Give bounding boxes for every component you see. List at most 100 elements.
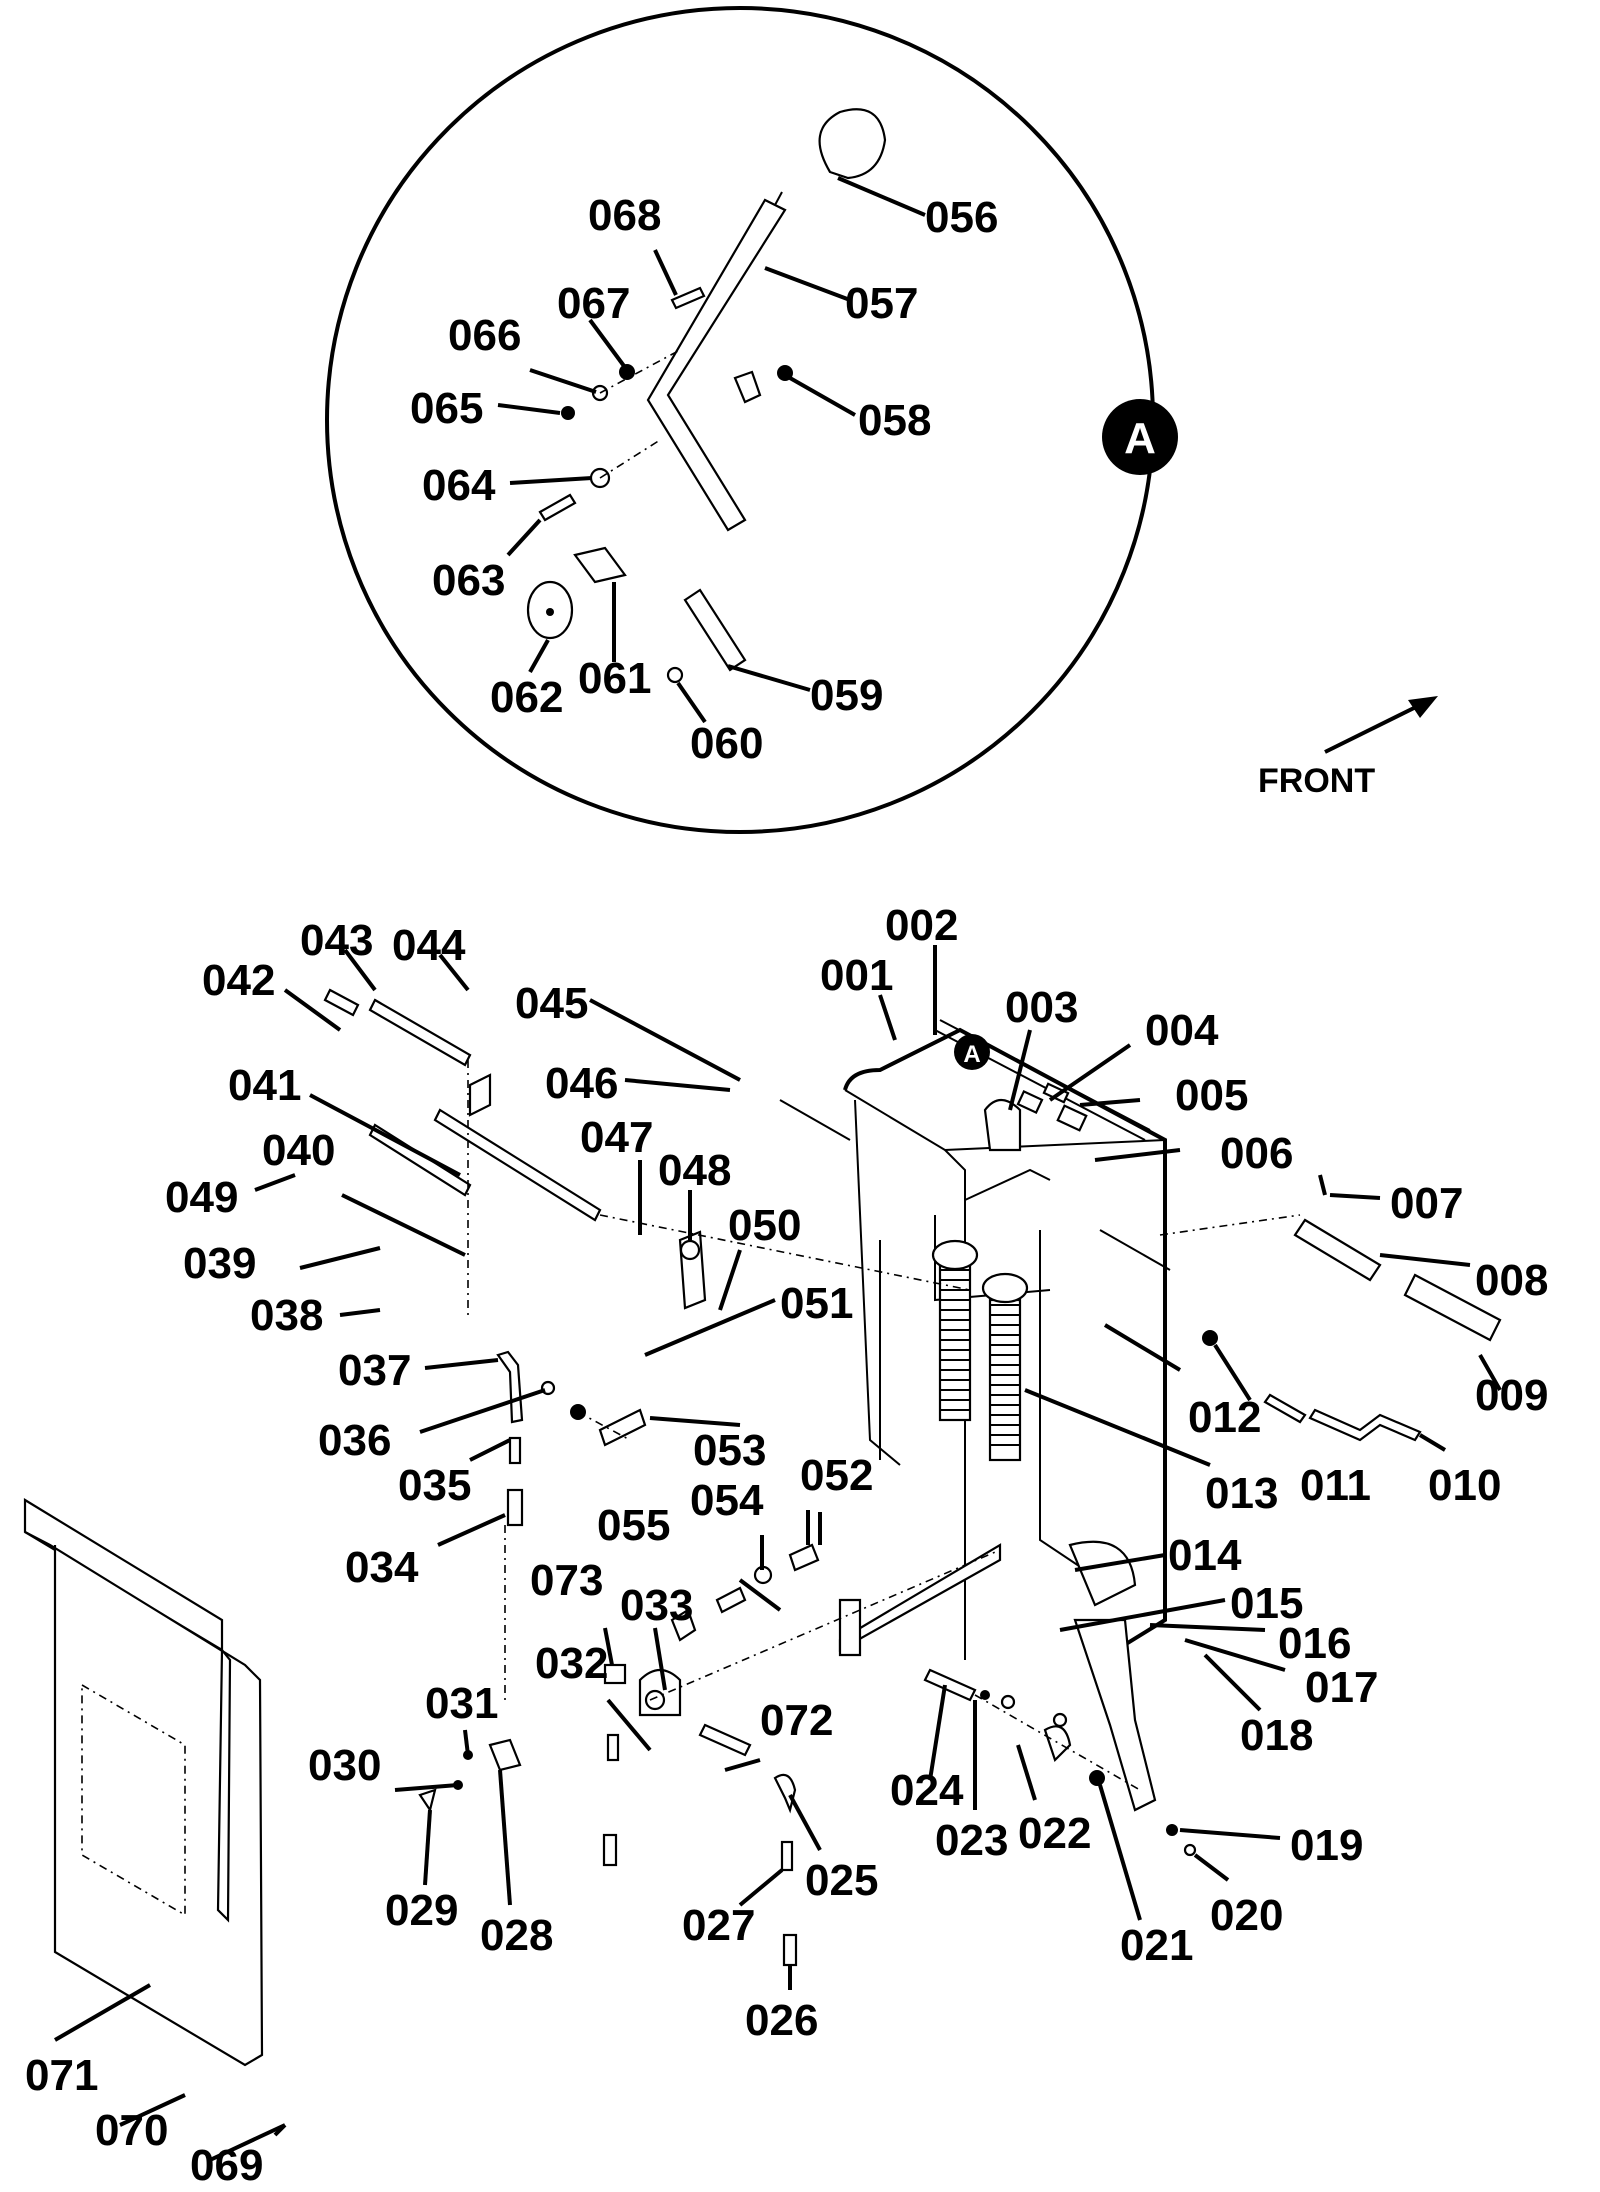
front-label: FRONT (1258, 762, 1375, 800)
label-054: 054 (690, 1476, 764, 1525)
label-044: 044 (392, 921, 466, 970)
label-053: 053 (693, 1426, 766, 1475)
label-067: 067 (557, 279, 630, 328)
leader-060 (676, 681, 707, 724)
leader-068 (653, 249, 678, 296)
label-033: 033 (620, 1581, 693, 1630)
part-labels: 001 002 003 004 005 006 007 008 009 010 … (25, 901, 1548, 2190)
label-050: 050 (728, 1201, 801, 1250)
label-051: 051 (780, 1279, 853, 1328)
marker-circle (1102, 399, 1178, 475)
door-panel (23, 1498, 264, 2067)
label-022: 022 (1018, 1809, 1091, 1858)
leader-062 (528, 639, 550, 673)
label-030: 030 (308, 1741, 381, 1790)
leader-063 (506, 518, 542, 557)
label-065: 065 (410, 384, 483, 433)
leader-lines (53, 945, 1502, 2162)
reference-marker-a (954, 1034, 990, 1070)
label-029: 029 (385, 1886, 458, 1935)
handle-grip (1403, 1273, 1502, 1342)
marker-letter: A (1124, 414, 1156, 463)
front-indicator: FRONT (1258, 696, 1438, 800)
label-020: 020 (1210, 1891, 1283, 1940)
label-002: 002 (885, 901, 958, 950)
label-038: 038 (250, 1291, 323, 1340)
label-039: 039 (183, 1239, 256, 1288)
front-arrow-line (1324, 703, 1421, 754)
label-021: 021 (1120, 1921, 1193, 1970)
door-panel-body (24, 1531, 264, 2067)
leader-066 (529, 368, 597, 394)
label-007: 007 (1390, 1179, 1463, 1228)
label-045: 045 (515, 979, 588, 1028)
label-055: 055 (597, 1501, 670, 1550)
label-035: 035 (398, 1461, 471, 1510)
label-068: 068 (588, 191, 661, 240)
label-046: 046 (545, 1059, 618, 1108)
label-066: 066 (448, 311, 521, 360)
label-012: 012 (1188, 1393, 1261, 1442)
label-048: 048 (658, 1146, 731, 1195)
label-072: 072 (760, 1696, 833, 1745)
leader-067 (588, 318, 626, 368)
label-027: 027 (682, 1901, 755, 1950)
label-001: 001 (820, 951, 893, 1000)
label-037: 037 (338, 1346, 411, 1395)
label-015: 015 (1230, 1579, 1303, 1628)
label-058: 058 (858, 396, 931, 445)
label-071: 071 (25, 2051, 98, 2100)
label-036: 036 (318, 1416, 391, 1465)
label-003: 003 (1005, 983, 1078, 1032)
label-060: 060 (690, 719, 763, 768)
label-008: 008 (1475, 1256, 1548, 1305)
leader-056 (837, 176, 926, 217)
label-047: 047 (580, 1113, 653, 1162)
label-061: 061 (578, 654, 651, 703)
label-026: 026 (745, 1996, 818, 2045)
switch-block (983, 1098, 1022, 1152)
detail-marker-a: A (1102, 399, 1178, 475)
label-042: 042 (202, 956, 275, 1005)
reference-marker-letter: A (963, 1041, 980, 1068)
label-049: 049 (165, 1173, 238, 1222)
label-064: 064 (422, 461, 496, 510)
part-knob (818, 108, 887, 180)
label-056: 056 (925, 193, 998, 242)
label-025: 025 (805, 1856, 878, 1905)
label-059: 059 (810, 671, 883, 720)
leader-065 (497, 403, 561, 415)
springs (931, 1239, 1029, 1462)
label-010: 010 (1428, 1461, 1501, 1510)
label-069: 069 (190, 2141, 263, 2190)
label-005: 005 (1175, 1071, 1248, 1120)
label-013: 013 (1205, 1469, 1278, 1518)
label-052: 052 (800, 1451, 873, 1500)
main-assembly: A (23, 901, 1548, 2190)
label-006: 006 (1220, 1129, 1293, 1178)
label-024: 024 (890, 1766, 964, 1815)
leader-059 (727, 664, 811, 692)
label-041: 041 (228, 1061, 301, 1110)
rod (433, 1108, 602, 1222)
detail-view-a: A 056 057 058 059 060 061 062 (325, 6, 1178, 834)
leader-064 (509, 476, 593, 485)
label-028: 028 (480, 1911, 553, 1960)
cabinet-top (843, 1027, 1167, 1664)
label-011: 011 (1300, 1461, 1371, 1510)
label-043: 043 (300, 916, 373, 965)
label-017: 017 (1305, 1663, 1378, 1712)
label-016: 016 (1278, 1619, 1351, 1668)
label-018: 018 (1240, 1711, 1313, 1760)
label-040: 040 (262, 1126, 335, 1175)
label-057: 057 (845, 279, 918, 328)
label-023: 023 (935, 1816, 1008, 1865)
label-032: 032 (535, 1639, 608, 1688)
label-004: 004 (1145, 1006, 1219, 1055)
arrow-head-icon (1408, 696, 1438, 718)
label-063: 063 (432, 556, 505, 605)
label-070: 070 (95, 2106, 168, 2155)
label-031: 031 (425, 1679, 498, 1728)
label-009: 009 (1475, 1371, 1548, 1420)
